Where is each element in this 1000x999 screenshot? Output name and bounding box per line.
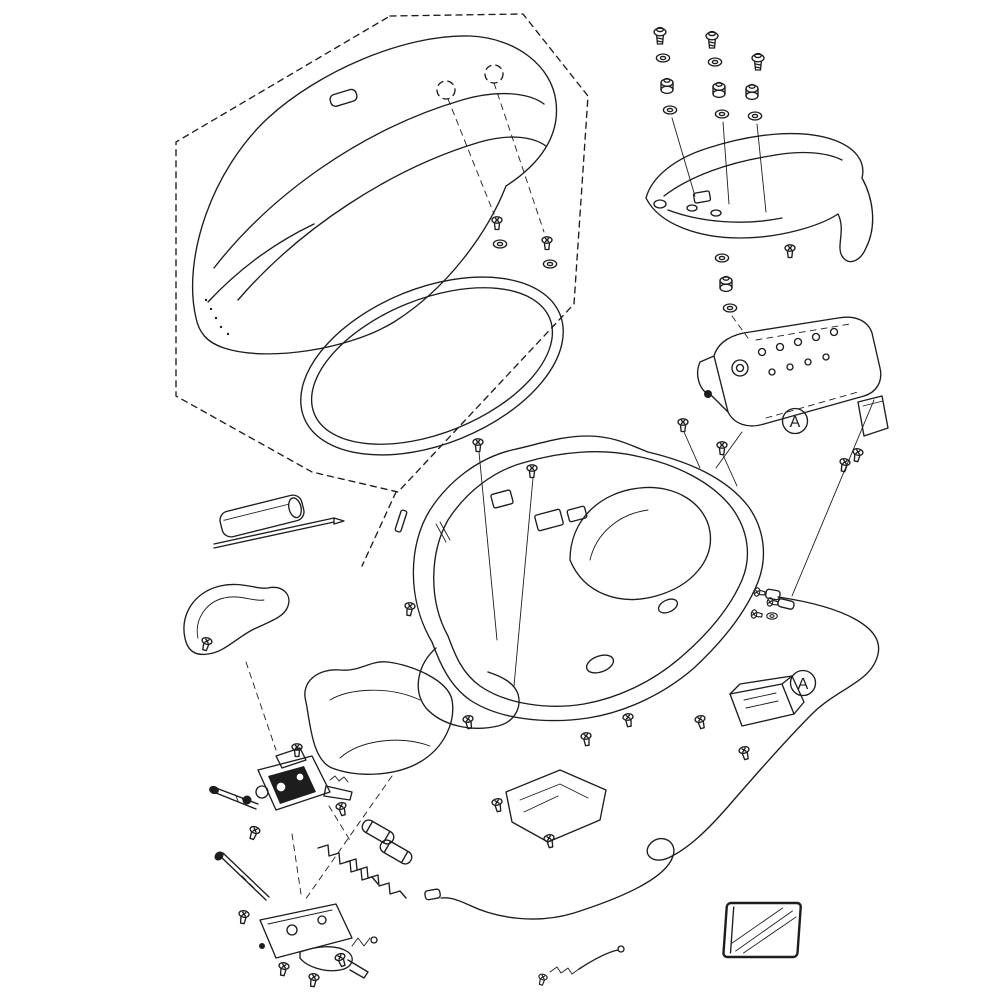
latch-long-bolt (214, 851, 270, 925)
lock-springs (317, 844, 407, 899)
carrier-mount-bracket (696, 316, 889, 597)
lower-mount-bracket (490, 769, 607, 850)
ref-a-lower-text: A (798, 676, 809, 693)
cable-bracket (693, 675, 805, 762)
owners-manual (722, 901, 802, 959)
dual-seat (191, 35, 558, 355)
ref-a-upper-text: A (790, 414, 801, 431)
detail-view-boundary (175, 13, 589, 567)
hook-bracket (183, 583, 290, 751)
heat-shield (304, 661, 454, 901)
seat-grommets (491, 216, 558, 269)
storage-compartment (394, 435, 765, 729)
ref-label-a-upper: A (781, 407, 809, 435)
carrier-fastener-stacks (653, 26, 796, 339)
compartment-screws (403, 418, 738, 747)
lock-barrels (359, 817, 415, 867)
tool-kit (213, 494, 345, 549)
rear-carrier (645, 132, 874, 263)
ref-label-a-lower: A (789, 669, 817, 697)
seat-gasket-seal (300, 276, 564, 456)
seat-lock-mechanism (209, 743, 353, 895)
seat-latch-assembly (259, 903, 378, 988)
cable-anchors (750, 586, 795, 621)
lock-cable (424, 588, 880, 987)
seat-stitch-dots (204, 298, 230, 336)
